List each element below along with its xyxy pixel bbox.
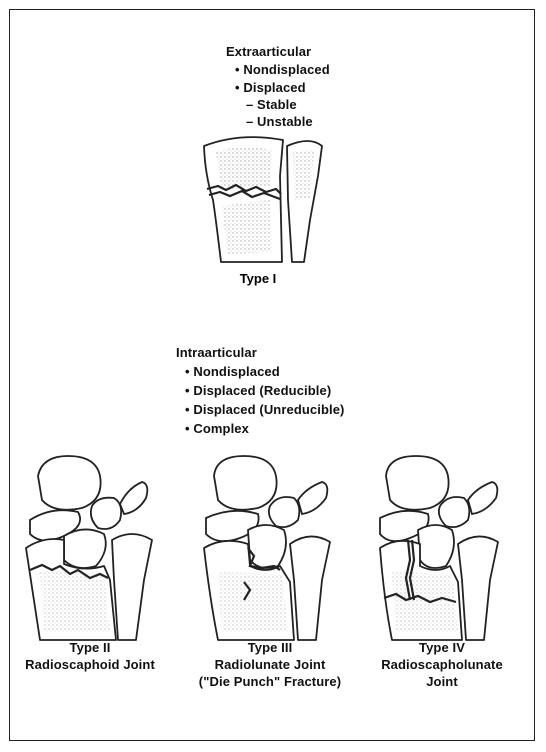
type-iii-caption-line2: ("Die Punch" Fracture): [199, 674, 341, 690]
type-i-label: Type I: [240, 271, 277, 286]
type-ii-ulna: [112, 534, 152, 640]
type-ii-hamate: [120, 482, 147, 514]
type-iv-label: Type IV: [419, 640, 465, 656]
type-ii-lunate: [64, 529, 106, 568]
type-ii-illustration: [26, 456, 152, 640]
type-ii-caption: Radioscaphoid Joint: [25, 657, 155, 673]
type-iii-ulna: [290, 536, 330, 640]
type-iii-label: Type III: [248, 640, 293, 656]
type-iii-capitate: [214, 456, 277, 510]
type-iv-lunate: [418, 525, 454, 568]
type-iv-illustration: [380, 456, 498, 640]
type-iii-illustration: [204, 456, 330, 640]
type-ii-label: Type II: [70, 640, 111, 656]
type-ii-capitate: [38, 456, 101, 510]
type-iii-lunate: [248, 525, 286, 568]
type-iii-hamate: [298, 482, 327, 514]
type-iv-hamate: [468, 482, 497, 514]
type-ii-trapezoid: [91, 498, 121, 529]
type-iv-trapezoid: [439, 497, 469, 527]
type-iv-caption-line2: Joint: [426, 674, 458, 690]
type-i-illustration: [204, 137, 322, 262]
type-iv-ulna: [458, 536, 498, 640]
type-iv-capitate: [386, 456, 449, 510]
type-iv-caption-line1: Radioscapholunate: [381, 657, 503, 673]
type-iii-caption-line1: Radiolunate Joint: [215, 657, 326, 673]
type-iii-trapezoid: [269, 497, 299, 527]
